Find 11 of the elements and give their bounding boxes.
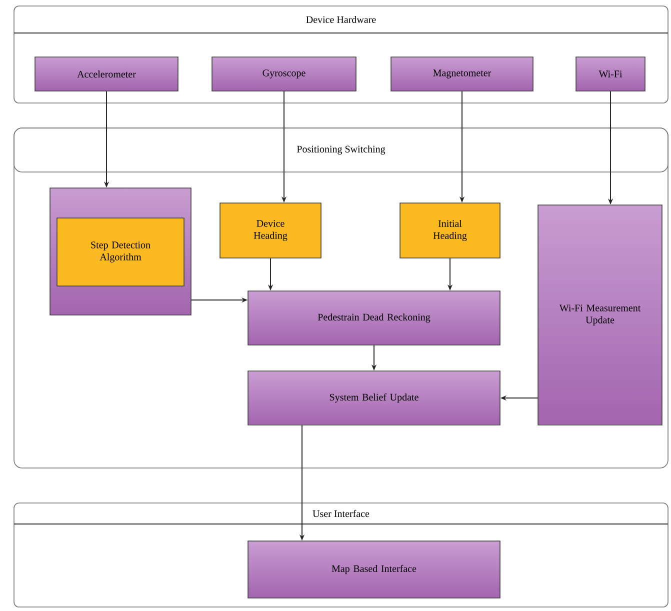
process-box: Initial Heading <box>400 202 500 258</box>
process-box: Pedestrain Dead Reckoning <box>248 290 500 346</box>
process-box: System Belief Update <box>248 370 500 426</box>
process-box: Accelerometer <box>34 56 178 92</box>
process-box: Gyroscope <box>212 56 356 92</box>
process-box: Step Detection Algorithm <box>56 218 184 286</box>
process-box: Map Based Interface <box>248 540 500 598</box>
process-box: Magnetometer <box>390 56 534 92</box>
process-box: Device Heading <box>220 202 322 258</box>
process-box: Wi-Fi Measurement Update <box>538 204 662 426</box>
process-box: Wi-Fi <box>576 56 646 92</box>
